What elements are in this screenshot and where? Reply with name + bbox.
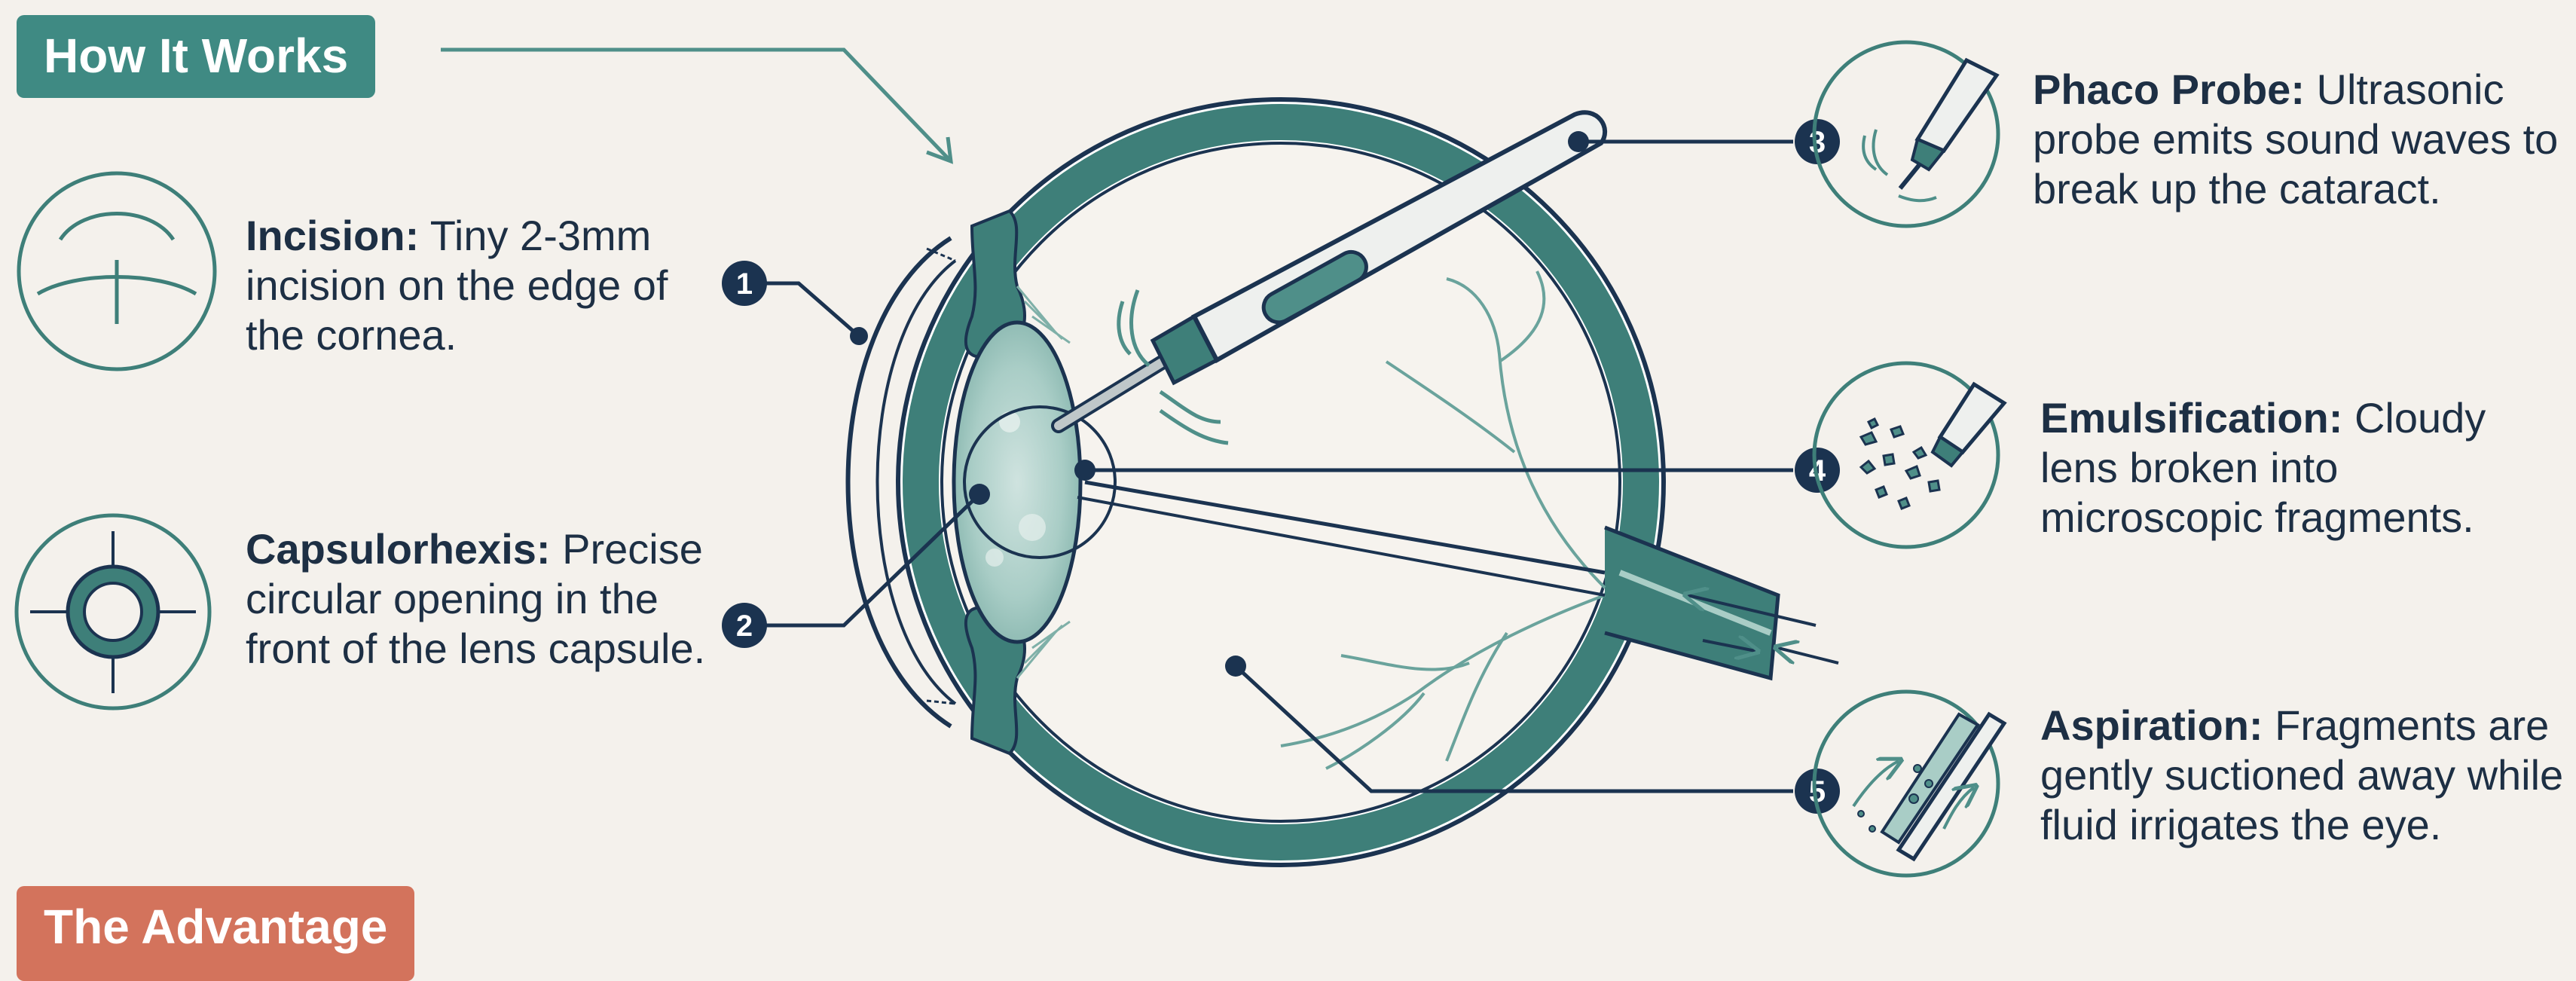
header-pointer-line: [441, 50, 951, 161]
step-aspiration-title: Aspiration:: [2040, 701, 2263, 749]
lens-cloud-3: [985, 549, 1004, 567]
emulsification-icon: [1814, 363, 2004, 547]
step-incision-text: Incision: Tiny 2-3mm incision on the edg…: [246, 211, 728, 360]
step-phaco-probe-text: Phaco Probe: Ultrasonic probe emits soun…: [2033, 65, 2560, 214]
step-incision-title: Incision:: [246, 212, 419, 259]
step-capsulorhexis-title: Capsulorhexis:: [246, 525, 551, 573]
flow-arrow-2: [1778, 648, 1838, 663]
probe-icon: [1814, 42, 1998, 226]
svg-text:1: 1: [736, 267, 753, 301]
step-emulsification-text: Emulsification: Cloudy lens broken into …: [2040, 393, 2553, 542]
leader-1: [761, 283, 859, 336]
step-aspiration-text: Aspiration: Fragments are gently suction…: [2040, 701, 2568, 850]
aspiration-icon: [1814, 692, 2004, 876]
svg-text:2: 2: [736, 610, 753, 643]
badge-1: 1: [722, 261, 767, 306]
lens-cloud-2: [1019, 514, 1046, 541]
step-emulsification-title: Emulsification:: [2040, 394, 2342, 442]
badge-2: 2: [722, 603, 767, 648]
eye-cross-section: [848, 99, 1839, 865]
capsulorhexis-icon: [17, 515, 209, 708]
step-phaco-probe-title: Phaco Probe:: [2033, 66, 2305, 113]
cataract-lens: [954, 322, 1080, 642]
incision-icon: [19, 173, 215, 369]
step-capsulorhexis-text: Capsulorhexis: Precise circular opening …: [246, 524, 728, 674]
